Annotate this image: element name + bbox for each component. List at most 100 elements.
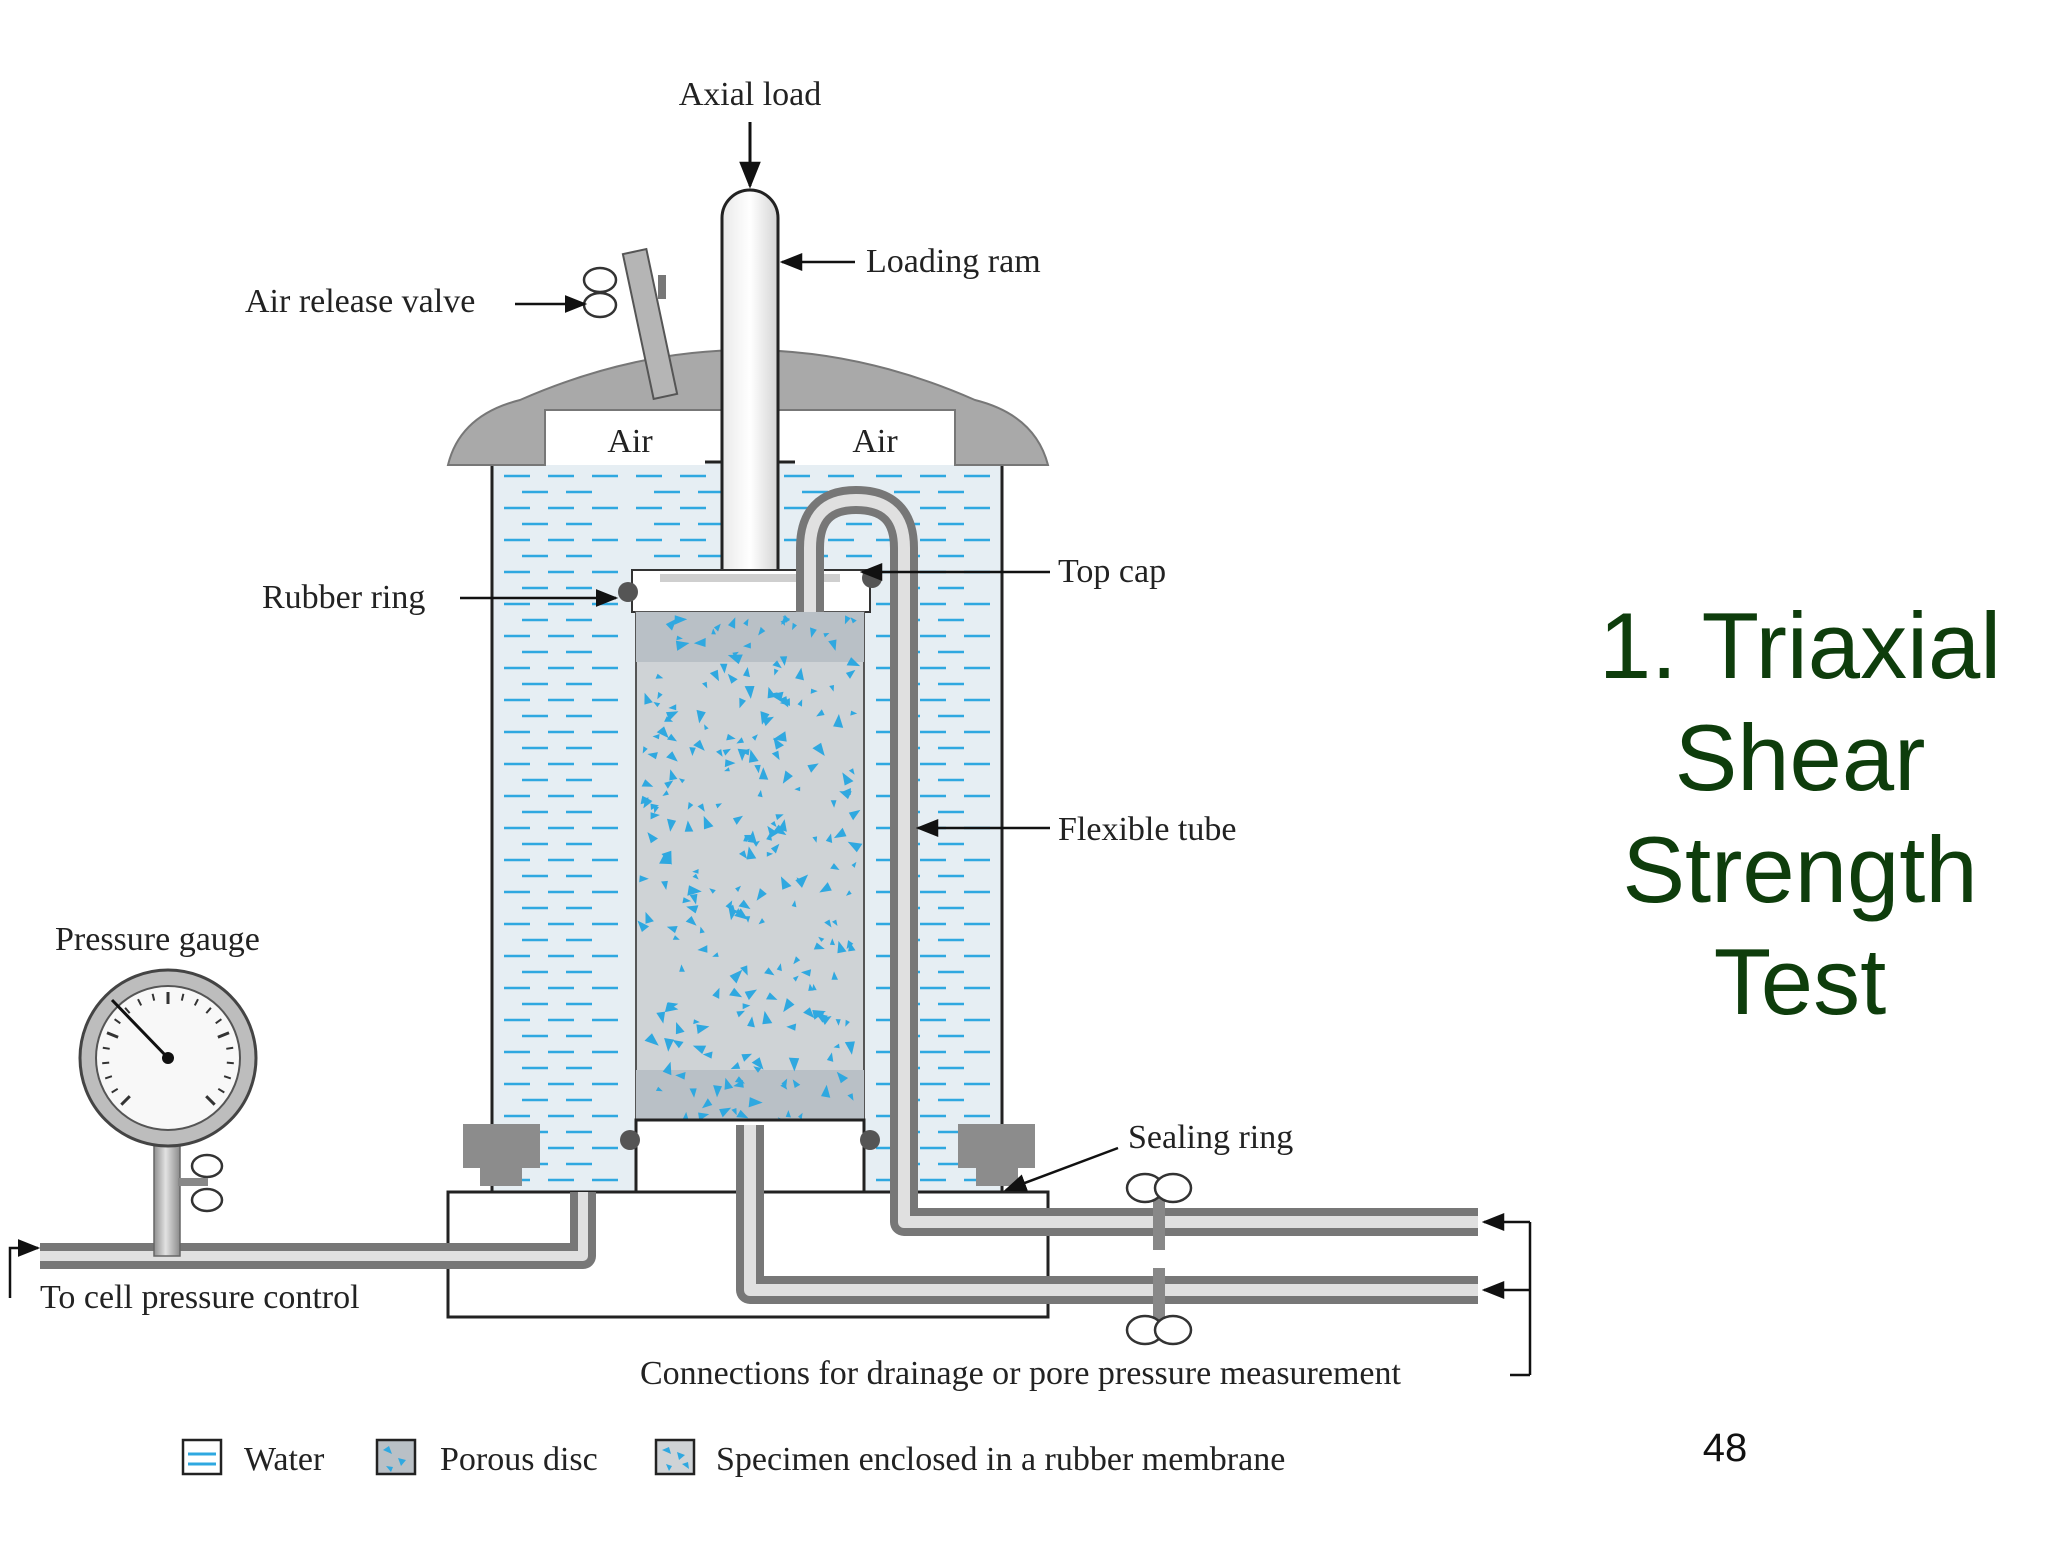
drainage-valve-top <box>1125 1172 1193 1250</box>
specimen-particle <box>645 911 654 924</box>
specimen-particle <box>748 1097 763 1108</box>
leader-sealing-ring <box>1003 1146 1119 1192</box>
specimen-particle <box>743 642 751 649</box>
gauge-tick <box>226 1061 234 1065</box>
label-air-release-valve: Air release valve <box>245 283 475 320</box>
specimen-particle <box>831 971 838 980</box>
drainage-valve-bottom <box>1125 1268 1193 1346</box>
specimen-particle <box>685 916 697 926</box>
specimen-particle <box>775 814 784 821</box>
specimen-particle <box>845 1019 850 1027</box>
air-gap-left <box>545 410 705 465</box>
specimen-particle <box>666 711 679 721</box>
specimen-particle <box>795 874 809 888</box>
specimen-particle <box>744 686 755 699</box>
label-air-left: Air <box>607 423 653 460</box>
air-release-valve <box>582 247 679 401</box>
gauge-tick <box>104 1075 113 1080</box>
specimen-particle <box>724 759 736 768</box>
rubber-ring-bottom-left <box>620 1130 640 1150</box>
specimen-particle <box>845 669 856 679</box>
specimen-particle <box>844 1041 855 1055</box>
specimen-particle <box>684 820 694 832</box>
specimen-particle <box>774 668 779 676</box>
slide-title-line: Test <box>1713 929 1887 1034</box>
specimen-particle <box>697 803 705 812</box>
loading-ram <box>720 188 780 600</box>
specimen-particle <box>776 963 782 972</box>
gauge-tick <box>151 993 156 1001</box>
specimen-particle <box>713 623 721 632</box>
porous-disc-top <box>636 612 864 662</box>
gauge-tick <box>120 1095 131 1106</box>
specimen-particle <box>650 812 660 820</box>
specimen-particle <box>692 873 699 880</box>
specimen-particle <box>781 1078 788 1087</box>
specimen-particle <box>791 900 797 908</box>
specimen-particle <box>743 618 749 627</box>
specimen-particle <box>742 1003 751 1010</box>
legend-label-porous-disc: Porous disc <box>440 1441 598 1478</box>
label-flexible-tube: Flexible tube <box>1058 811 1236 848</box>
specimen-particle <box>781 614 790 625</box>
specimen-particle <box>664 716 674 722</box>
slide-title: 1. Triaxial Shear Strength Test <box>1560 590 2040 1038</box>
specimen-particle <box>803 1007 815 1019</box>
specimen-particle <box>641 797 649 803</box>
specimen-particle <box>797 699 803 707</box>
specimen-particle <box>783 998 795 1013</box>
specimen-particle <box>692 869 699 874</box>
specimen-particle <box>762 716 774 727</box>
specimen-particle <box>844 615 851 625</box>
gauge-tick <box>180 993 185 1001</box>
specimen-particle <box>851 861 857 868</box>
specimen-particle <box>850 617 857 624</box>
specimen-particle <box>667 1002 679 1011</box>
specimen-particle <box>821 1084 831 1098</box>
specimen-particle <box>676 635 683 641</box>
slide-title-line: 1. Triaxial <box>1598 593 2002 698</box>
gauge-tick <box>193 998 199 1006</box>
specimen-particle <box>848 809 861 821</box>
specimen-particle <box>719 1107 732 1118</box>
specimen-particle <box>639 875 649 883</box>
specimen-particle <box>773 737 784 750</box>
specimen-particle <box>739 850 748 859</box>
specimen-particle <box>780 876 792 890</box>
specimen-particle <box>830 863 840 870</box>
specimen-particle <box>751 734 758 741</box>
specimen-particle <box>779 656 788 666</box>
specimen-particle <box>813 942 825 950</box>
porous-disc-bottom <box>636 1070 864 1120</box>
specimen-particle <box>737 748 747 762</box>
specimen-particle <box>669 769 678 781</box>
specimen-particle <box>748 749 759 763</box>
specimen-particle <box>727 654 743 665</box>
specimen-particle <box>744 834 754 842</box>
specimen-particle <box>647 832 658 844</box>
specimen-particle <box>839 791 852 800</box>
specimen-particle <box>757 789 763 798</box>
legend-swatch-specimen <box>654 1438 696 1476</box>
gauge-ticks <box>102 992 234 1106</box>
specimen-particle <box>847 1093 854 1101</box>
specimen-particle <box>772 731 787 742</box>
specimen-particle <box>731 1108 737 1116</box>
specimen-particle <box>746 846 757 860</box>
specimen-particle <box>728 904 736 913</box>
specimen-particle <box>812 742 825 756</box>
specimen-particle <box>786 1023 797 1031</box>
specimen-particle <box>826 1052 834 1062</box>
specimen-particle <box>823 633 830 638</box>
specimen-particle <box>772 824 787 836</box>
specimen-particle <box>726 733 736 741</box>
specimen-particle <box>825 833 833 843</box>
specimen-particle <box>696 1024 710 1034</box>
specimen-particle <box>666 926 678 934</box>
specimen-particle <box>713 1085 722 1098</box>
specimen-particle <box>675 1022 685 1035</box>
specimen-particle <box>812 1010 826 1020</box>
slide-title-line: Strength <box>1622 817 1978 922</box>
